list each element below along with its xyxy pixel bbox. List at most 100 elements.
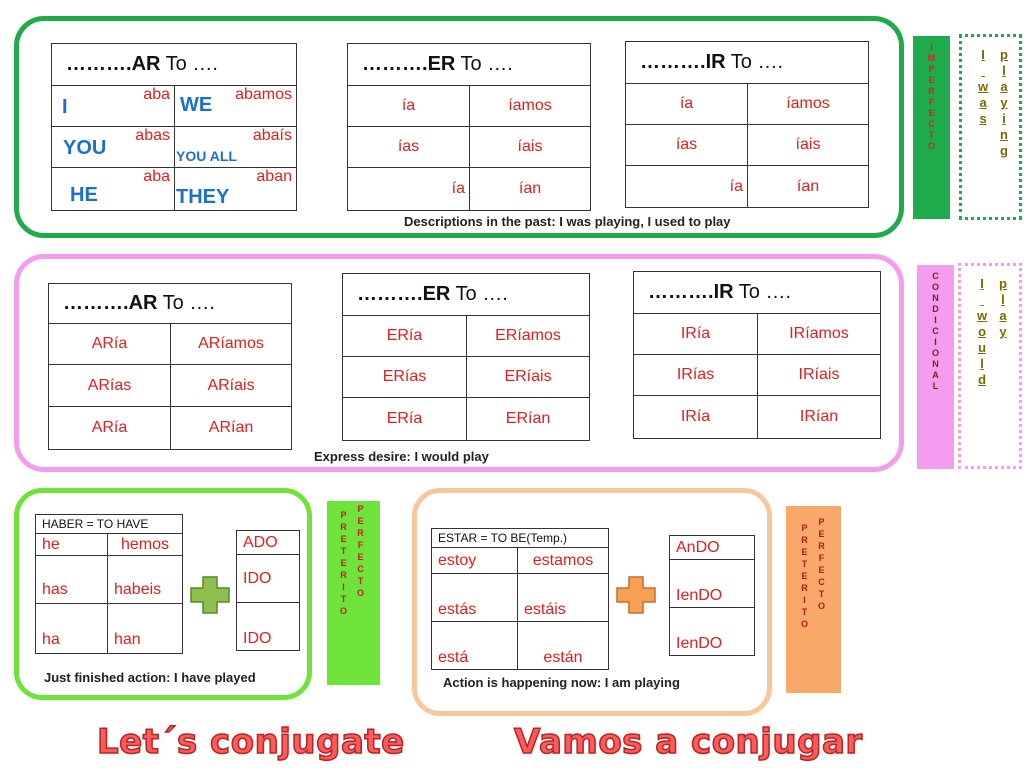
table-title: ……….ER To …. [347, 43, 591, 86]
vertical-letter: s [979, 111, 987, 126]
table-title: ……….ER To …. [342, 273, 590, 316]
ending-cell: ERía [342, 315, 467, 357]
ending-cell: IenDO [669, 607, 755, 656]
vertical-letter: a [999, 308, 1007, 323]
vertical-letter: l [980, 356, 984, 371]
ending-cell: íais [747, 124, 869, 166]
pronoun-we: WE [180, 94, 213, 116]
pronoun-they: THEY [176, 186, 230, 208]
ending-cell: IRíais [757, 354, 881, 396]
vertical-letter: I [803, 595, 806, 605]
imperfect-caption: Descriptions in the past: I was playing,… [404, 214, 731, 229]
vertical-letter: P [928, 64, 935, 74]
ending-cell: IRía [633, 395, 758, 439]
vertical-letter: w [978, 79, 989, 94]
ending-cell: íamos [747, 83, 869, 125]
ending-cell: ARíais [170, 364, 292, 407]
vertical-letter: n [1000, 127, 1008, 142]
vertical-letter: I [342, 582, 345, 592]
vertical-letter: L [932, 381, 939, 391]
ending-cell: ARían [170, 406, 292, 450]
ending-cell: ARía [48, 323, 171, 365]
vertical-letter: T [801, 559, 808, 569]
vertical-letter: O [357, 588, 365, 598]
ending-cell: ARías [48, 364, 171, 407]
plus-icon [616, 576, 656, 614]
vertical-letter: E [801, 571, 808, 581]
vertical-letter: C [818, 577, 825, 587]
vertical-letter: F [818, 553, 825, 563]
gerund-endings-table: AnDO IenDO IenDO [669, 535, 755, 656]
ending-cell: ERíamos [466, 315, 590, 357]
vertical-letter: l [1001, 292, 1005, 307]
conjugation-cell: estamos [517, 547, 609, 574]
pronoun-he: HE [70, 184, 98, 206]
conjugation-cell: están [517, 621, 609, 670]
pronoun-you: YOU [63, 137, 107, 159]
ending-cell: abamos [174, 85, 297, 127]
ending-cell: IDO [236, 602, 300, 651]
vertical-letter: O [801, 619, 809, 629]
vertical-letter: R [340, 570, 347, 580]
table-title: ……….IR To …. [633, 271, 881, 314]
conditional-caption: Express desire: I would play [314, 449, 489, 464]
ending-cell: ía [625, 165, 748, 208]
vertical-letter: w [977, 308, 988, 323]
vertical-letter: I [981, 47, 985, 62]
vertical-letter: p [999, 276, 1007, 291]
vertical-letter: u [978, 340, 987, 355]
conjugation-cell: estoy [431, 547, 518, 574]
vertical-letter: P [801, 523, 808, 533]
vertical-letter [981, 63, 985, 79]
vertical-letter: y [1000, 95, 1008, 110]
conjugation-cell: está [431, 621, 518, 670]
table-title: ……….AR To …. [51, 43, 297, 86]
ending-cell: aba [51, 85, 175, 127]
vertical-letter: y [999, 324, 1007, 339]
title-vamos-a-conjugar: Vamos a conjugar [513, 721, 863, 763]
ending-cell: ERía [342, 397, 467, 441]
vertical-letter: A [932, 370, 939, 380]
ending-cell: íamos [469, 85, 591, 127]
ending-cell: aban [174, 167, 297, 211]
imperfect-ir-table: ……….IR To …. ía íamos ías íais ía ían [625, 41, 869, 208]
vertical-letter: d [978, 372, 987, 387]
ending-cell: íais [469, 126, 591, 168]
conjugation-cell: has [35, 555, 108, 604]
vertical-letter: E [928, 75, 935, 85]
conditional-ir-table: ……….IR To …. IRía IRíamos IRías IRíais I… [633, 271, 881, 439]
vertical-letter: O [340, 606, 348, 616]
table-title: ……….IR To …. [625, 41, 869, 84]
conditional-ar-table: ……….AR To …. ARía ARíamos ARías ARíais A… [48, 283, 292, 450]
ending-cell: ía [625, 83, 748, 125]
ending-cell: ARía [48, 406, 171, 450]
vertical-letter: l [1002, 63, 1006, 78]
vertical-letter: O [927, 141, 935, 151]
vertical-letter: T [928, 130, 935, 140]
ending-cell: ían [747, 165, 869, 208]
vertical-letter: C [357, 564, 364, 574]
estar-table: ESTAR = TO BE(Temp.) estoy estamos estás… [431, 528, 609, 670]
ending-cell: ERías [342, 356, 467, 398]
vertical-letter [980, 292, 984, 308]
pronoun-you-all: YOU ALL [176, 148, 237, 164]
ending-cell: abas [51, 126, 175, 168]
imperfect-ar-table: ……….AR To …. aba abamos abas abaís aba a… [51, 43, 297, 211]
vertical-letter: R [801, 583, 808, 593]
table-title: ……….AR To …. [48, 283, 292, 324]
vertical-letter: N [932, 293, 939, 303]
progressive-caption: Action is happening now: I am playing [443, 675, 680, 690]
vertical-letter: E [818, 565, 825, 575]
conjugation-cell: estás [431, 573, 518, 622]
conjugation-cell: habeis [107, 555, 183, 604]
participle-endings-table: ADO IDO IDO [236, 530, 300, 651]
ending-cell: IenDO [669, 559, 755, 608]
vertical-letter: P [340, 510, 347, 520]
